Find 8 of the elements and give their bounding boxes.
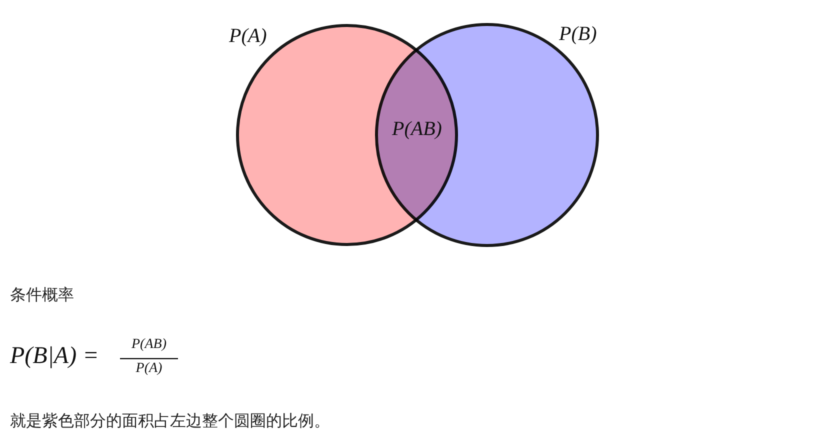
section-heading: 条件概率 [10, 285, 74, 306]
set-label: P(AB) [391, 118, 443, 141]
set-label: P(B) [559, 23, 597, 46]
formula-text: P(B|A) = [10, 343, 99, 370]
explanation-text: 就是紫色部分的面积占左边整个圆圈的比例。 [10, 411, 330, 432]
fraction-denominator: P(A) [134, 361, 164, 377]
set-label: P(A) [229, 25, 267, 48]
fraction-numerator: P(AB) [130, 337, 168, 353]
